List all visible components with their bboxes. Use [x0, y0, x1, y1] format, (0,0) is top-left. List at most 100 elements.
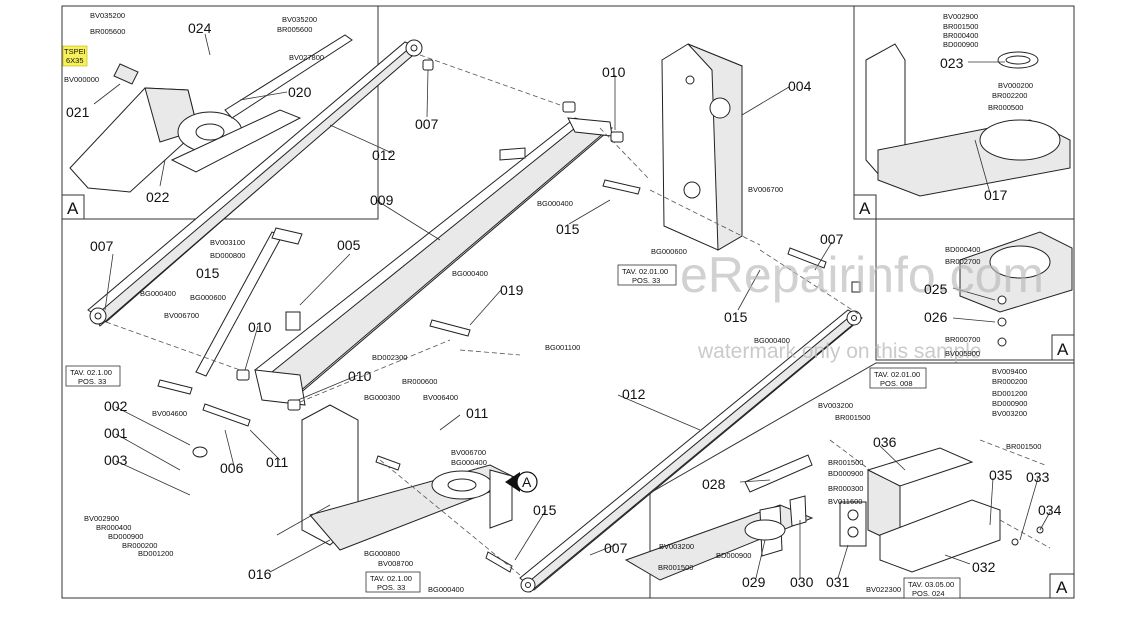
callout-012-lower: 012 — [622, 386, 646, 402]
tav-box-3: TAV. 02.1.00 POS. 33 — [365, 571, 421, 593]
callout-026: 026 — [924, 309, 948, 325]
svg-text:BV006700: BV006700 — [748, 185, 783, 194]
svg-text:BG000300: BG000300 — [364, 393, 400, 402]
svg-text:BG000400: BG000400 — [140, 289, 176, 298]
svg-text:BV000200: BV000200 — [998, 81, 1033, 90]
callout-010-mid: 010 — [248, 319, 272, 335]
assembly-lines — [105, 54, 1051, 576]
callout-012-upper: 012 — [372, 147, 396, 163]
callout-029: 029 — [742, 574, 766, 590]
svg-text:BV035200: BV035200 — [282, 15, 317, 24]
svg-text:POS. 33: POS. 33 — [377, 583, 405, 592]
svg-text:BD001200: BD001200 — [138, 549, 173, 558]
svg-text:BR001500: BR001500 — [943, 22, 978, 31]
callout-024: 024 — [188, 20, 212, 36]
svg-text:BD000900: BD000900 — [828, 469, 863, 478]
svg-text:BV027800: BV027800 — [289, 53, 324, 62]
svg-text:BR001500: BR001500 — [658, 563, 693, 572]
callout-002: 002 — [104, 398, 128, 414]
callout-007-right: 007 — [820, 231, 844, 247]
svg-text:BR001500: BR001500 — [828, 458, 863, 467]
svg-text:BR000700: BR000700 — [945, 335, 980, 344]
svg-text:BV004600: BV004600 — [152, 409, 187, 418]
inset-label-a-bottom-right: A — [1049, 573, 1075, 599]
svg-text:BV035200: BV035200 — [90, 11, 125, 20]
svg-text:BD000900: BD000900 — [108, 532, 143, 541]
svg-text:BV003200: BV003200 — [992, 409, 1027, 418]
arm-012-upper-drawing — [87, 39, 423, 327]
svg-text:BD000900: BD000900 — [716, 551, 751, 560]
callout-011-right: 011 — [466, 405, 489, 421]
svg-text:BV003200: BV003200 — [818, 401, 853, 410]
svg-text:BG000400: BG000400 — [754, 336, 790, 345]
inset-mid-right-frame — [875, 218, 1075, 361]
svg-text:BR000200: BR000200 — [992, 377, 1027, 386]
svg-text:A: A — [859, 199, 871, 218]
svg-text:BR000400: BR000400 — [96, 523, 131, 532]
svg-text:POS. 008: POS. 008 — [880, 379, 913, 388]
svg-text:BG000600: BG000600 — [651, 247, 687, 256]
callout-022: 022 — [146, 189, 170, 205]
base-bracket-016-drawing — [301, 404, 522, 551]
arm-012-lower-drawing — [519, 309, 863, 593]
callout-034: 034 — [1038, 502, 1062, 518]
callout-020: 020 — [288, 84, 312, 100]
callout-015-right: 015 — [556, 221, 580, 237]
inset-mid-right-parts-drawing — [959, 231, 1073, 347]
callout-032: 032 — [972, 559, 996, 575]
inset-bottom-frame — [649, 362, 1075, 598]
tube-005-drawing — [195, 227, 303, 377]
svg-text:TAV. 02.1.00: TAV. 02.1.00 — [370, 574, 412, 583]
svg-text:TAV. 02.01.00: TAV. 02.01.00 — [622, 267, 668, 276]
svg-text:BG000400: BG000400 — [428, 585, 464, 594]
svg-text:BG000600: BG000600 — [190, 293, 226, 302]
svg-text:BV003200: BV003200 — [659, 542, 694, 551]
callout-005: 005 — [337, 237, 361, 253]
svg-text:TAV. 02.01.00: TAV. 02.01.00 — [874, 370, 920, 379]
svg-text:TSPEI: TSPEI — [64, 47, 86, 56]
svg-text:TAV. 03.05.00: TAV. 03.05.00 — [908, 580, 954, 589]
callout-031: 031 — [826, 574, 850, 590]
callout-025: 025 — [924, 281, 948, 297]
callout-007-low: 007 — [604, 540, 628, 556]
callout-035: 035 — [989, 467, 1013, 483]
bracket-028-drawing — [624, 454, 814, 581]
svg-text:BR000500: BR000500 — [988, 103, 1023, 112]
svg-text:BD000800: BD000800 — [210, 251, 245, 260]
svg-text:BR000200: BR000200 — [122, 541, 157, 550]
small-parts-drawing — [157, 59, 1044, 573]
callout-019: 019 — [500, 282, 524, 298]
svg-text:BV006400: BV006400 — [423, 393, 458, 402]
watermark-sub: watermark only on this sample — [697, 340, 982, 363]
svg-text:BG000400: BG000400 — [452, 269, 488, 278]
svg-text:BG000400: BG000400 — [537, 199, 573, 208]
svg-text:BV003100: BV003100 — [210, 238, 245, 247]
svg-text:BV008700: BV008700 — [378, 559, 413, 568]
svg-text:BV006700: BV006700 — [164, 311, 199, 320]
callout-023: 023 — [940, 55, 964, 71]
svg-text:BD001200: BD001200 — [992, 389, 1027, 398]
callout-021: 021 — [66, 104, 90, 120]
svg-text:BR005600: BR005600 — [277, 25, 312, 34]
callout-011-left: 011 — [266, 454, 289, 470]
svg-text:POS. 024: POS. 024 — [912, 589, 945, 598]
svg-text:6X35: 6X35 — [66, 56, 84, 65]
svg-text:BR000600: BR000600 — [402, 377, 437, 386]
plate-004-drawing — [661, 43, 743, 251]
svg-text:BG000400: BG000400 — [451, 458, 487, 467]
arm-009-drawing — [254, 117, 614, 406]
svg-text:A: A — [67, 199, 79, 218]
callout-033: 033 — [1026, 469, 1050, 485]
callout-006: 006 — [220, 460, 244, 476]
svg-text:BV002900: BV002900 — [84, 514, 119, 523]
svg-text:BD000900: BD000900 — [943, 40, 978, 49]
callout-030: 030 — [790, 574, 814, 590]
highlight-sticker: TSPEI 6X35 — [62, 45, 88, 67]
callout-003: 003 — [104, 452, 128, 468]
svg-text:TAV. 02.1.00: TAV. 02.1.00 — [70, 368, 112, 377]
svg-text:BV009400: BV009400 — [992, 367, 1027, 376]
callout-007-top: 007 — [415, 116, 439, 132]
tav-box-1: TAV. 02.01.00 POS. 33 — [617, 264, 677, 286]
svg-text:BV005900: BV005900 — [945, 349, 980, 358]
